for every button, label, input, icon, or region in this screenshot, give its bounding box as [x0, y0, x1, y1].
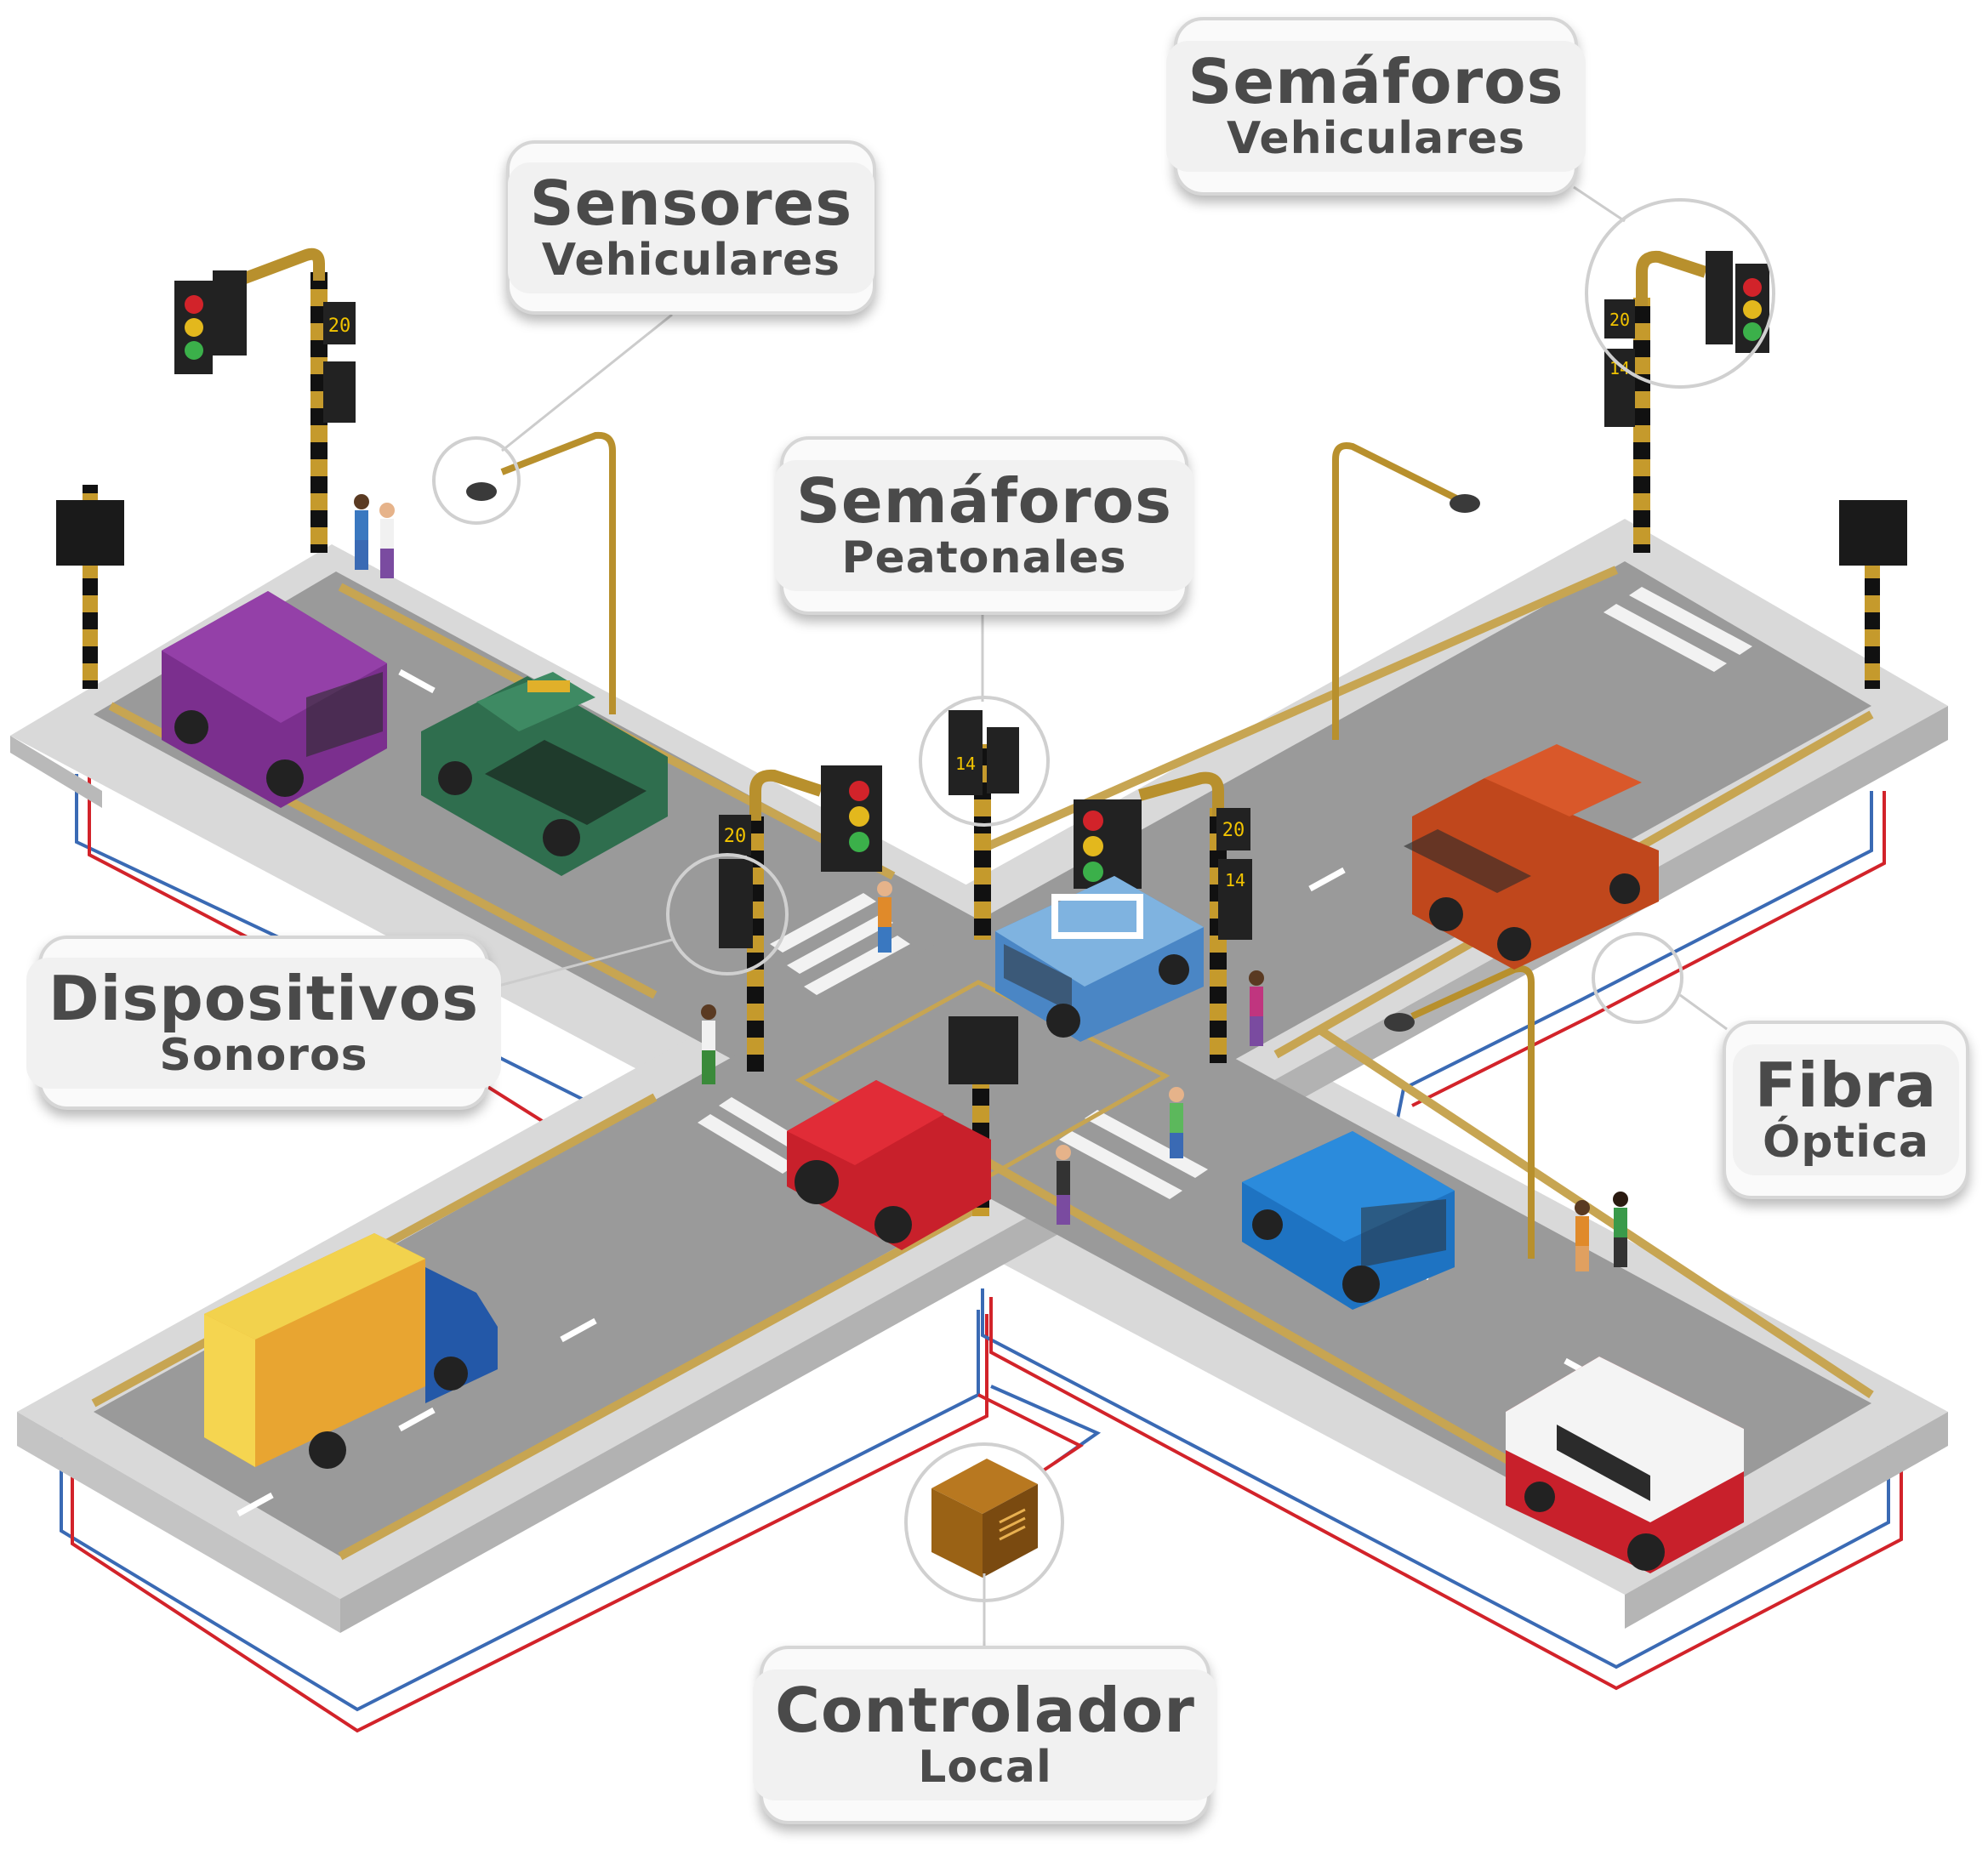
orange-pickup-icon — [1404, 744, 1659, 970]
local-controller-icon — [931, 1459, 1038, 1578]
fiber-optic-cables — [60, 774, 1903, 1733]
traffic-lights: 20 20 14 20 14 20 — [56, 247, 1907, 1216]
pedestrian-icon — [1613, 1192, 1628, 1267]
callout-subtitle: Sonoros — [159, 1029, 368, 1081]
callout-title: Fibra — [1754, 1049, 1938, 1121]
callout-connectors — [488, 185, 1728, 1646]
callout-title: Semáforos — [796, 465, 1172, 537]
vintage-bus-icon — [1506, 1357, 1744, 1573]
green-pickup-icon — [421, 672, 668, 876]
zoom-circles — [432, 198, 1775, 1602]
callout-inner: Semáforos Vehiculares — [1165, 41, 1586, 172]
pedestrian-icon — [701, 1004, 716, 1084]
callout-title: Semáforos — [1188, 46, 1564, 117]
countdown-display: 14 — [955, 754, 976, 774]
pedestrian-icon — [379, 503, 395, 578]
callout-inner: Dispositivos Sonoros — [26, 957, 502, 1089]
blue-minivan-icon — [1242, 1131, 1455, 1310]
countdown-display: 14 — [1609, 358, 1630, 378]
pedestrian-icon — [1249, 970, 1264, 1046]
callout-semaforos-vehiculares: Semáforos Vehiculares — [1165, 17, 1586, 196]
lamp-head-icon — [1384, 1013, 1415, 1032]
purple-van-icon — [162, 591, 387, 808]
callout-semaforos-peatonales: Semáforos Peatonales — [774, 436, 1194, 615]
callout-subtitle: Vehiculares — [1226, 113, 1526, 164]
callout-title: Controlador — [775, 1675, 1195, 1746]
callout-inner: Semáforos Peatonales — [774, 460, 1194, 591]
countdown-display: 20 — [724, 826, 747, 847]
street-lamps — [500, 431, 1535, 1259]
red-suv-icon — [787, 1080, 991, 1250]
callout-inner: Fibra Óptica — [1732, 1044, 1960, 1175]
pedestrians — [354, 494, 1628, 1271]
callout-dispositivos-sonoros: Dispositivos Sonoros — [26, 936, 502, 1110]
countdown-display: 14 — [1225, 870, 1245, 890]
lamp-head-icon — [1450, 494, 1480, 513]
callout-fibra-optica: Fibra Óptica — [1723, 1021, 1969, 1199]
countdown-display: 20 — [1609, 310, 1630, 330]
lamp-head-icon — [466, 482, 497, 501]
callout-inner: Controlador Local — [753, 1669, 1217, 1800]
countdown-display: 20 — [1222, 820, 1245, 841]
callout-sensores-vehiculares: Sensores Vehiculares — [506, 140, 876, 315]
callout-subtitle: Vehiculares — [541, 234, 841, 286]
blue-van-icon — [995, 876, 1204, 1042]
yellow-truck-icon — [204, 1233, 498, 1469]
pedestrian-icon — [1169, 1087, 1184, 1158]
countdown-display: 20 — [328, 316, 351, 337]
callout-title: Dispositivos — [48, 962, 480, 1034]
callout-subtitle: Local — [918, 1742, 1052, 1793]
callout-controlador-local: Controlador Local — [753, 1646, 1217, 1824]
pedestrian-icon — [1056, 1145, 1071, 1225]
callout-subtitle: Peatonales — [841, 532, 1127, 583]
callout-subtitle: Óptica — [1762, 1117, 1930, 1168]
callout-title: Sensores — [529, 167, 853, 239]
pedestrian-icon — [354, 494, 369, 570]
pedestrian-icon — [877, 881, 892, 953]
callout-inner: Sensores Vehiculares — [507, 162, 875, 293]
pedestrian-icon — [1575, 1200, 1590, 1271]
vehicles — [162, 591, 1744, 1573]
